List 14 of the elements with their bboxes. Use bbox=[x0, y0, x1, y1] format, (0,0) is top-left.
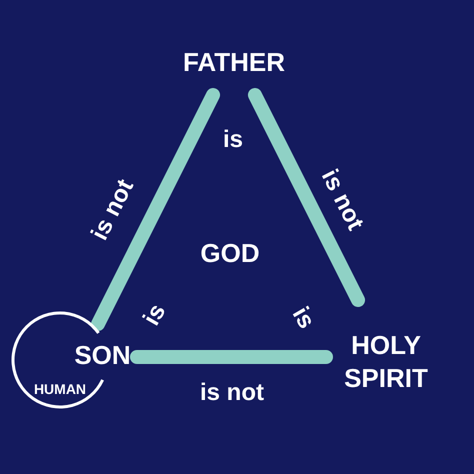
connector-line bbox=[91, 88, 220, 331]
node-label: HOLY SPIRIT bbox=[343, 329, 429, 395]
edge-label: is not bbox=[315, 165, 369, 235]
connector-line bbox=[130, 350, 333, 364]
relation-label: is bbox=[286, 302, 320, 334]
edge-label: is not bbox=[86, 175, 140, 245]
node-label: HUMAN bbox=[34, 380, 86, 398]
connector-line bbox=[248, 88, 366, 307]
node-label: GOD bbox=[200, 236, 260, 270]
relation-label: is bbox=[223, 126, 244, 154]
relation-label: is bbox=[138, 299, 172, 331]
edge-label: is not bbox=[200, 379, 264, 407]
node-label: FATHER bbox=[182, 46, 286, 79]
node-label: SON bbox=[74, 339, 131, 372]
